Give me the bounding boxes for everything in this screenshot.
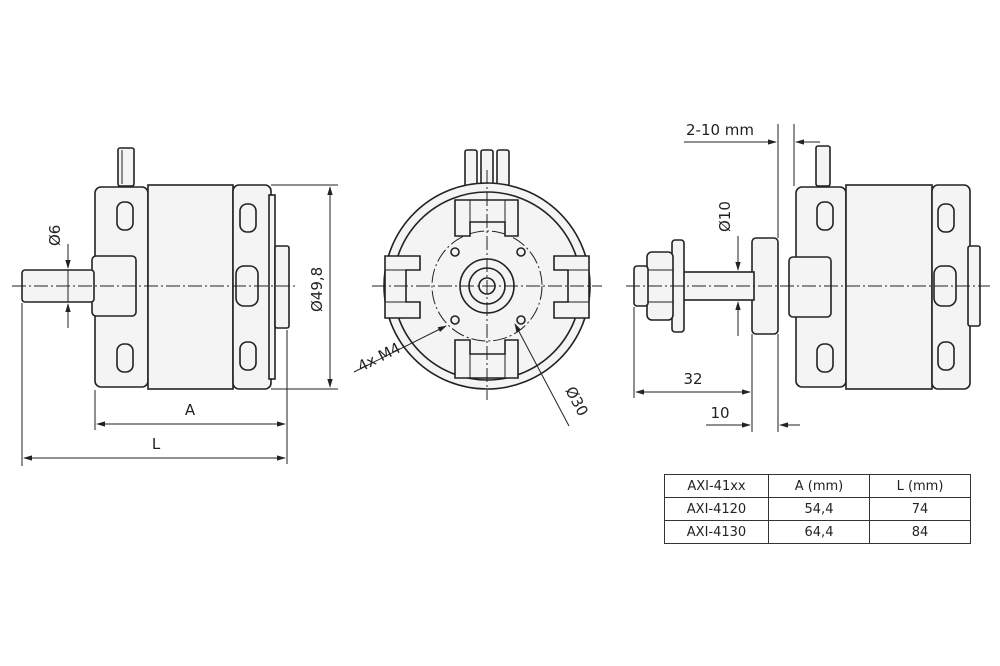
dimension-prop-shaft-length: 32: [633, 307, 753, 432]
bolt-circle-label: Ø30: [561, 383, 591, 419]
dimension-prop-shaft-diameter: Ø10: [716, 201, 741, 336]
table-header-cell: AXI-41xx: [664, 474, 769, 498]
table-header-row: AXI-41xx A (mm) L (mm): [664, 474, 971, 498]
table-cell: 54,4: [768, 497, 870, 521]
mount-screws-label: 4x M4: [355, 339, 404, 376]
dimension-mount-range: 2-10 mm: [684, 121, 820, 238]
table-cell: AXI-4120: [664, 497, 769, 521]
length-l-label: L: [152, 435, 161, 453]
length-a-label: A: [185, 401, 196, 419]
table-header-cell: L (mm): [869, 474, 971, 498]
dimension-adapter-length: 10: [706, 334, 800, 432]
prop-shaft-diameter-label: Ø10: [716, 201, 734, 232]
table-cell: 74: [869, 497, 971, 521]
side-view-left: [12, 147, 298, 390]
spec-table: AXI-41xx A (mm) L (mm) AXI-4120 54,4 74 …: [664, 474, 971, 544]
mount-range-label: 2-10 mm: [686, 121, 754, 139]
shaft-diameter-label: Ø6: [46, 225, 64, 246]
table-header-cell: A (mm): [768, 474, 870, 498]
front-view: [372, 149, 602, 400]
dimension-length-l: L: [21, 303, 286, 466]
motor-diameter-label: Ø49,8: [308, 267, 326, 312]
table-cell: 64,4: [768, 520, 870, 544]
side-view-right: [626, 145, 990, 390]
table-row: AXI-4120 54,4 74: [664, 497, 971, 521]
dimension-motor-diameter: Ø49,8: [271, 184, 338, 390]
dimension-length-a: A: [94, 330, 288, 464]
table-cell: 84: [869, 520, 971, 544]
prop-shaft-length-label: 32: [683, 370, 702, 388]
dimension-shaft-diameter: Ø6: [46, 225, 71, 328]
adapter-length-label: 10: [710, 404, 729, 422]
table-row: AXI-4130 64,4 84: [664, 520, 971, 544]
table-cell: AXI-4130: [664, 520, 769, 544]
